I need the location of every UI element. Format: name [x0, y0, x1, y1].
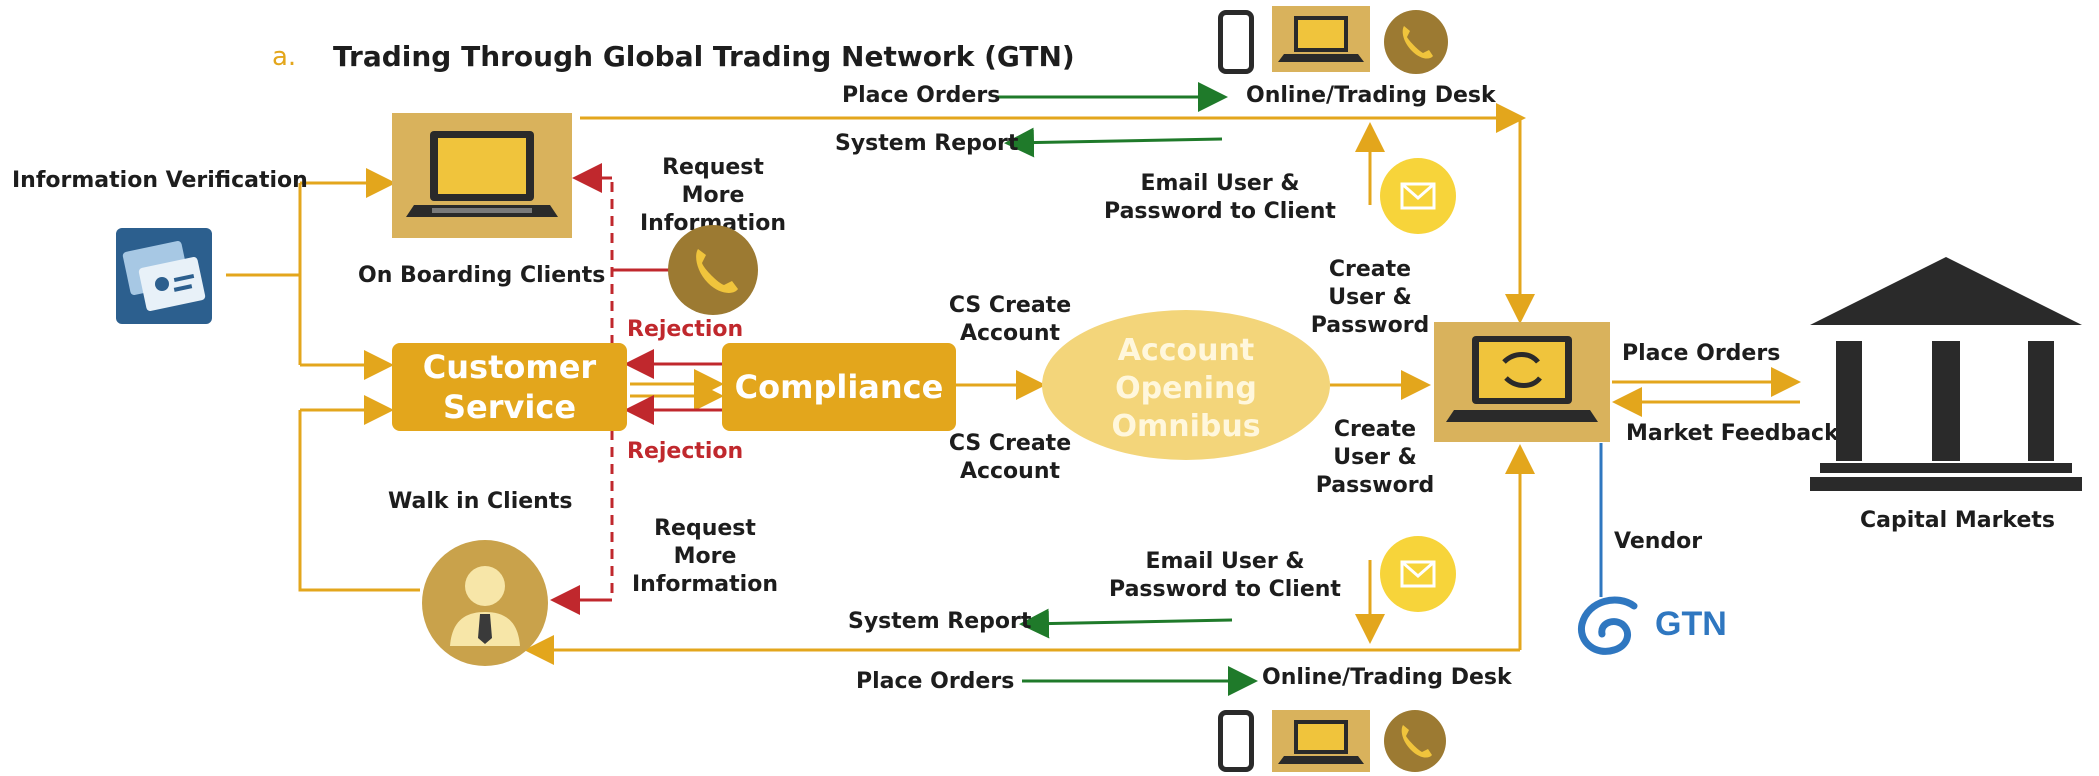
- email-icon: [1380, 158, 1456, 234]
- request-more-info-top-label: Request More Information: [640, 155, 786, 236]
- exchange-laptop-icon: [1434, 322, 1610, 442]
- mobile-phone-icon: [1218, 10, 1254, 74]
- info-verification-bracket: [226, 168, 420, 592]
- top-flow-line: [524, 103, 1535, 665]
- cs-create-account-bottom-label: CS Create Account: [948, 431, 1072, 484]
- on-boarding-clients-label: On Boarding Clients: [358, 263, 606, 288]
- place-orders-market-label: Place Orders: [1622, 341, 1781, 366]
- email-top-label: Email User & Password to Client: [1104, 171, 1336, 224]
- rejection-bottom-label: Rejection: [627, 439, 744, 464]
- account-opening-ellipse: Account Opening Omnibus: [1042, 310, 1330, 460]
- id-card-icon: [116, 228, 212, 324]
- market-feedback-label: Market Feedback: [1626, 421, 1839, 446]
- walk-in-clients-label: Walk in Clients: [388, 489, 573, 514]
- create-user-bottom-label: Create User & Password: [1315, 417, 1435, 498]
- create-user-top-label: Create User & Password: [1310, 257, 1430, 338]
- title-text: Trading Through Global Trading Network (…: [333, 40, 1075, 73]
- phone-icon: [1384, 10, 1448, 74]
- phone-icon: [1384, 710, 1446, 772]
- information-verification-label: Information Verification: [12, 168, 308, 193]
- online-trading-desk-bottom-label: Online/Trading Desk: [1262, 665, 1512, 690]
- online-trading-desk-top-label: Online/Trading Desk: [1246, 83, 1496, 108]
- green-arrows: [998, 82, 1258, 696]
- market-arrows: [1612, 367, 1801, 417]
- capital-markets-label: Capital Markets: [1860, 508, 2056, 533]
- person-icon: [422, 540, 548, 666]
- mobile-phone-icon: [1218, 710, 1254, 772]
- laptop-icon: [392, 113, 572, 238]
- email-bottom-label: Email User & Password to Client: [1109, 549, 1341, 602]
- laptop-icon: [1272, 6, 1370, 72]
- request-more-info-bottom-label: Request More Information: [632, 516, 778, 597]
- place-orders-top-label: Place Orders: [842, 83, 1001, 108]
- place-orders-bottom-label: Place Orders: [856, 669, 1015, 694]
- request-info-dashes: [550, 163, 672, 615]
- bank-icon: [1806, 255, 2086, 495]
- compliance-box: Compliance: [722, 343, 956, 431]
- title-prefix: a.: [272, 42, 297, 72]
- vendor-label: Vendor: [1614, 529, 1703, 554]
- system-report-top-label: System Report: [835, 131, 1019, 156]
- customer-service-box: Customer Service: [392, 343, 627, 431]
- phone-icon: [668, 225, 758, 315]
- cs-compliance-arrows: [624, 349, 1431, 425]
- laptop-icon: [1272, 710, 1370, 772]
- gtn-logo-icon: [1574, 594, 1646, 658]
- system-report-bottom-label: System Report: [848, 609, 1032, 634]
- gtn-logo-text: GTN: [1655, 605, 1727, 643]
- diagram-title: a.: [272, 42, 296, 72]
- rejection-top-label: Rejection: [627, 317, 744, 342]
- cs-create-account-top-label: CS Create Account: [948, 293, 1072, 346]
- email-icon: [1380, 536, 1456, 612]
